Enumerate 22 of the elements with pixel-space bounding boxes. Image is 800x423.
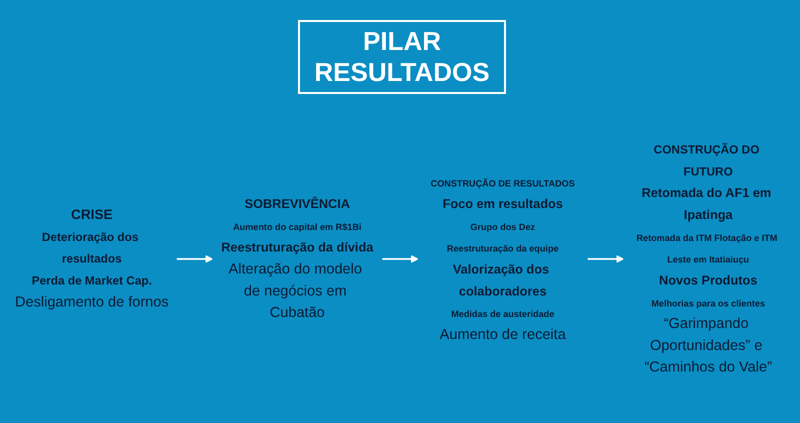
node-label: “Garimpando Oportunidades” e “Caminhos do Vale” (644, 316, 772, 376)
node-label: Retomada da ITM Flotação e ITM Leste em Itatiaiuçu (636, 234, 778, 266)
node-label: Aumento do capital em R$1Bi (233, 222, 362, 233)
node-label: Aumento de receita (440, 327, 566, 343)
node-label: CONSTRUÇÃO DO FUTURO (654, 142, 760, 178)
node-label: Valorização dos colaboradores (452, 262, 550, 298)
node-label: Desligamento de fornos (15, 294, 169, 310)
node-label: Foco em resultados (442, 196, 563, 211)
node-label: Reestruturação da equipe (446, 244, 559, 254)
node-label: CRISE (70, 207, 113, 223)
node-label: CONSTRUÇÃO DE RESULTADOS (430, 179, 575, 189)
node-label: Perda de Market Cap. (32, 274, 152, 288)
node-label: Retomada do AF1 em Ipatinga (642, 185, 772, 222)
title: PILAR RESULTADOS (298, 20, 506, 94)
node-label: SOBREVIVÊNCIA (244, 196, 350, 211)
node-label: Melhorias para os clientes (651, 299, 766, 309)
node-label: Grupo dos Dez (470, 222, 536, 233)
node-label: Novos Produtos (659, 272, 758, 288)
node-label: Reestruturação da dívida (221, 240, 374, 254)
node-label: Alteração do modelo de negócios em Cubatão (228, 262, 362, 321)
node-label: Medidas de austeridade (451, 310, 554, 320)
node-label: Deterioração dos resultados (42, 230, 138, 266)
